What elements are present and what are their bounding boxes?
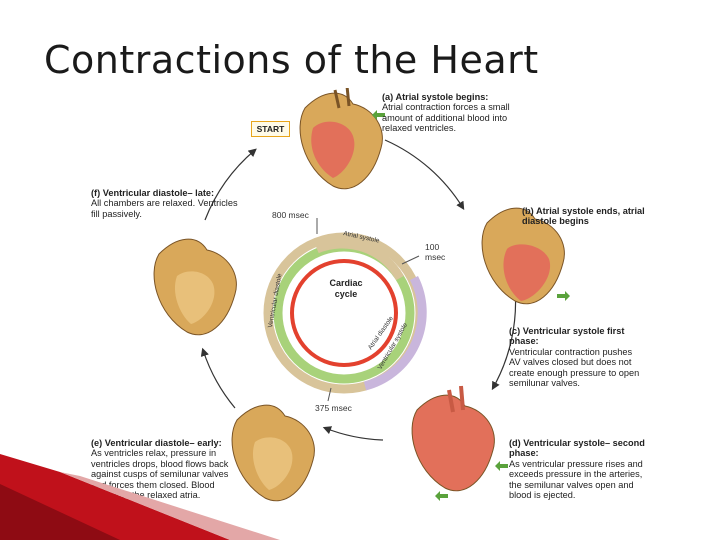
stage-a-body: Atrial contraction forces a small amount… [382, 102, 510, 134]
timing-800: 800 msec [272, 210, 309, 220]
stage-c-text: (c) Ventricular systole first phase: Ven… [509, 326, 645, 388]
heart-b-illustration [481, 207, 565, 305]
stage-a-title: (a) Atrial systole begins: [382, 92, 489, 102]
heart-a-illustration [299, 88, 383, 190]
center-label-line2: cycle [334, 289, 358, 299]
stage-d-title: (d) Ventricular systole– second phase: [509, 438, 645, 459]
ring-center [296, 265, 392, 361]
ring-ventricular-systole [363, 275, 427, 391]
pressure-arrows [372, 110, 570, 501]
stage-e-body: As ventricles relax, pressure in ventric… [91, 448, 229, 501]
arrow-d-to-e [200, 347, 236, 409]
arrow-e-to-f [204, 148, 257, 221]
green-arrow-d2 [435, 491, 448, 501]
stage-c-body: Ventricular contraction pushes AV valves… [509, 346, 640, 389]
stage-a-text: (a) Atrial systole begins: Atrial contra… [382, 92, 522, 134]
slide-accent-bar [0, 454, 280, 540]
stage-b-text: (b) Atrial systole ends, atrial diastole… [522, 206, 645, 227]
green-arrow-b [557, 291, 570, 301]
heart-d-illustration [411, 385, 495, 492]
heart-e-illustration [231, 404, 315, 502]
tick-375 [327, 387, 332, 402]
center-label-line1: Cardiac [329, 278, 363, 288]
heart-f-illustration [153, 238, 237, 336]
ring-inner-red [290, 259, 398, 367]
stage-e-title: (e) Ventricular diastole– early: [91, 438, 222, 448]
stage-e-text: (e) Ventricular diastole– early: As vent… [91, 438, 233, 500]
green-arrow-a [372, 110, 385, 120]
cardiac-cycle-figure: Atrial systole Atrial diastole Ventricul… [85, 88, 645, 520]
arrow-c-to-d [322, 426, 384, 441]
cardiac-cycle-label: Cardiac cycle [316, 278, 376, 300]
tick-100 [401, 255, 420, 265]
stage-d-text: (d) Ventricular systole– second phase: A… [509, 438, 645, 500]
timing-100: 100 msec [425, 242, 446, 262]
stage-d-body: As ventricular pressure rises and exceed… [509, 458, 643, 501]
stage-f-title: (f) Ventricular diastole– late: [91, 188, 215, 198]
start-label: START [251, 121, 290, 137]
stage-b-title: (b) Atrial systole ends, atrial diastole… [522, 206, 645, 227]
stage-f-body: All chambers are relaxed. Ventricles fil… [91, 198, 238, 219]
ring-atrial-systole [315, 239, 404, 281]
arrow-a-to-b [384, 139, 465, 211]
timing-375: 375 msec [315, 403, 352, 413]
stage-c-title: (c) Ventricular systole first phase: [509, 326, 625, 347]
cycle-diagram: Atrial systole Atrial diastole Ventricul… [153, 88, 570, 502]
stage-f-text: (f) Ventricular diastole– late: All cham… [91, 188, 241, 219]
green-arrow-d1 [495, 461, 508, 471]
timing-rings: Atrial systole Atrial diastole Ventricul… [263, 218, 427, 402]
slide-title: Contractions of the Heart [44, 38, 539, 82]
